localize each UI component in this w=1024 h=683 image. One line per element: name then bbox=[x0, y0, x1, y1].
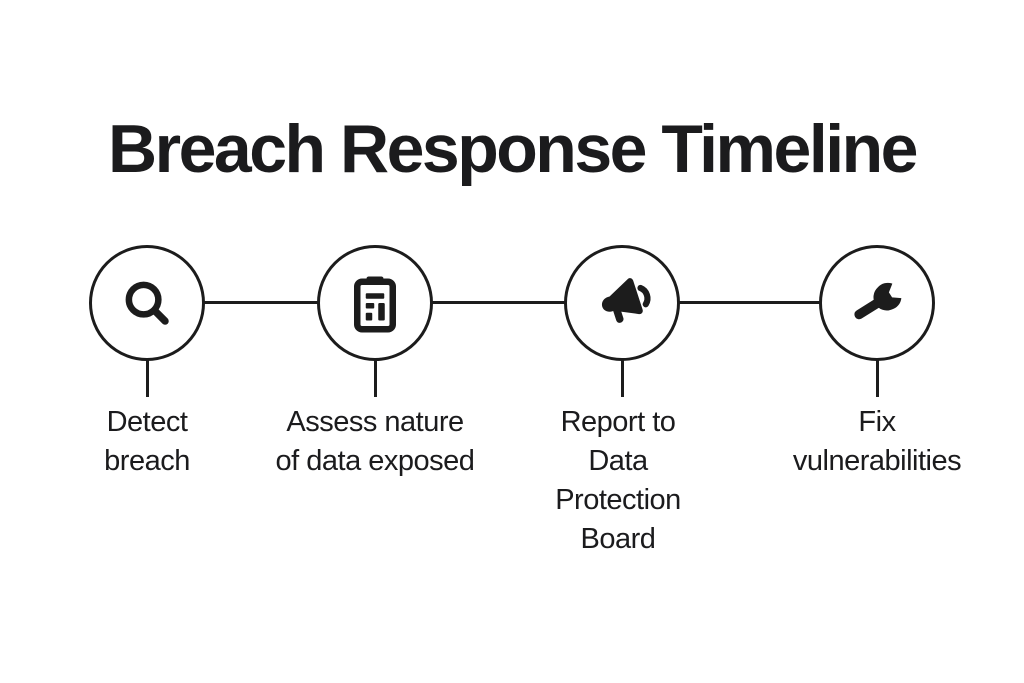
timeline-connector-line bbox=[147, 301, 877, 304]
step-circle-detect-breach bbox=[89, 245, 205, 361]
page-title: Breach Response Timeline bbox=[108, 110, 918, 187]
step-label-line: Detect bbox=[106, 406, 188, 438]
step-tick bbox=[373, 360, 377, 397]
step-label-line: Fix bbox=[858, 406, 896, 438]
step-circle-assess-data bbox=[317, 245, 433, 361]
step-tick bbox=[620, 360, 624, 397]
step-tick bbox=[145, 360, 149, 397]
step-label-line: breach bbox=[104, 445, 190, 477]
step-label-assess-data: Assess nature of data exposed bbox=[276, 403, 475, 481]
step-label-line: Report to bbox=[560, 406, 676, 438]
search-icon bbox=[118, 274, 176, 332]
wrench-icon bbox=[847, 273, 907, 333]
step-label-line: Board bbox=[580, 523, 656, 555]
step-label-line: of data exposed bbox=[275, 445, 475, 477]
step-label-fix-vulnerabilities: Fix vulnerabilities bbox=[792, 403, 962, 481]
step-label-report-board: Report to Data Protection Board bbox=[555, 403, 681, 559]
step-label-line: vulnerabilities bbox=[792, 445, 962, 477]
step-label-line: Data bbox=[588, 445, 648, 477]
megaphone-icon bbox=[591, 272, 653, 334]
step-label-line: Assess nature bbox=[286, 406, 464, 438]
step-circle-report-board bbox=[564, 245, 680, 361]
step-circle-fix-vulnerabilities bbox=[819, 245, 935, 361]
clipboard-report-icon bbox=[345, 273, 405, 333]
step-label-line: Protection bbox=[555, 484, 681, 516]
step-label-detect-breach: Detect breach bbox=[104, 403, 190, 481]
step-tick bbox=[875, 360, 879, 397]
